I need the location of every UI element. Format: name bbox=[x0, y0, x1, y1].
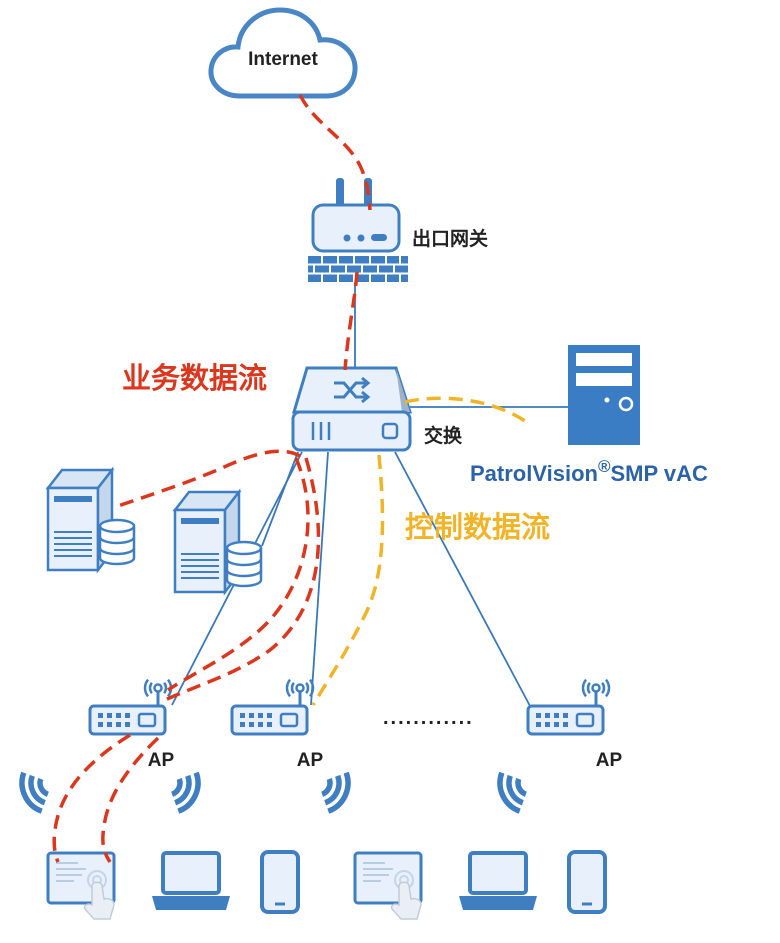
control-flow-label: 控制数据流 bbox=[405, 511, 550, 544]
app-server-1 bbox=[45, 466, 136, 574]
hand-touch-icon bbox=[390, 881, 422, 920]
laptop-base bbox=[152, 896, 230, 910]
ap-label: AP bbox=[148, 750, 175, 771]
switch-icon bbox=[291, 410, 412, 452]
business-flow-line bbox=[117, 449, 301, 508]
internet-label: Internet bbox=[248, 49, 318, 70]
app-server-2 bbox=[172, 488, 263, 596]
internet-cloud: Internet bbox=[208, 7, 358, 99]
core-switch: 交换 bbox=[291, 366, 463, 452]
vac-label-mark: ® bbox=[598, 457, 611, 476]
laptop-icon bbox=[161, 851, 221, 895]
access-point-3 bbox=[526, 678, 611, 736]
ap-label: AP bbox=[297, 750, 324, 771]
shuffle-icon bbox=[334, 376, 371, 404]
access-point-2 bbox=[230, 678, 315, 736]
gateway-router: 出口网关 bbox=[308, 178, 488, 282]
phone-device-1 bbox=[260, 850, 300, 914]
laptop-device-1 bbox=[152, 851, 230, 910]
router-icon bbox=[311, 203, 401, 253]
server-power-button bbox=[618, 396, 634, 412]
tablet-device-2 bbox=[353, 851, 423, 920]
database-icon bbox=[98, 518, 136, 566]
link-lines bbox=[171, 282, 568, 707]
wifi-signal-icon bbox=[170, 771, 201, 814]
phone-icon bbox=[260, 850, 300, 914]
router-led bbox=[371, 234, 387, 241]
ap-antenna-icon bbox=[285, 678, 315, 706]
vac-label-suffix: SMP vAC bbox=[611, 461, 709, 486]
ap-antenna-icon bbox=[143, 678, 173, 706]
business-flow-label: 业务数据流 bbox=[122, 362, 267, 395]
link-line bbox=[394, 451, 531, 707]
ap-antenna-icon bbox=[581, 678, 611, 706]
link-line bbox=[310, 451, 329, 706]
gateway-label: 出口网关 bbox=[412, 227, 488, 250]
business-flow-line bbox=[101, 736, 160, 863]
link-line bbox=[261, 451, 299, 547]
switch-indicator bbox=[381, 422, 399, 440]
database-icon bbox=[225, 540, 263, 588]
access-point-1 bbox=[88, 678, 173, 736]
laptop-base bbox=[459, 896, 537, 910]
vac-label-name: PatrolVision bbox=[470, 461, 598, 486]
ap-label: AP bbox=[596, 750, 623, 771]
control-flow-line bbox=[404, 396, 526, 423]
vac-label: PatrolVision®SMP vAC bbox=[470, 457, 708, 486]
control-flow-line bbox=[311, 454, 385, 706]
business-flow-line bbox=[343, 271, 359, 371]
phone-icon bbox=[567, 850, 607, 914]
vac-server: PatrolVision®SMP vAC bbox=[470, 345, 708, 486]
router-led bbox=[343, 234, 351, 242]
laptop-device-2 bbox=[459, 851, 537, 910]
business-flow-line bbox=[167, 457, 310, 692]
server-bay bbox=[576, 373, 632, 386]
switch-ports bbox=[311, 422, 331, 440]
cloud-icon bbox=[208, 7, 358, 99]
router-led bbox=[357, 234, 365, 242]
wifi-signal-icon bbox=[19, 771, 50, 814]
wifi-signal-icon bbox=[320, 771, 351, 814]
business-flow-lines bbox=[52, 94, 372, 863]
tablet-device-1 bbox=[46, 851, 116, 920]
server-led bbox=[604, 397, 610, 403]
hand-touch-icon bbox=[83, 881, 115, 920]
switch-label: 交换 bbox=[424, 424, 463, 447]
wifi-signal-icon bbox=[497, 771, 528, 814]
business-flow-line bbox=[52, 733, 131, 863]
switch-top bbox=[291, 366, 413, 414]
control-flow-lines bbox=[311, 396, 526, 706]
server-bay bbox=[576, 353, 632, 366]
phone-device-2 bbox=[567, 850, 607, 914]
ellipsis: ............ bbox=[383, 707, 474, 729]
laptop-icon bbox=[468, 851, 528, 895]
router-antenna bbox=[336, 178, 344, 208]
business-flow-line bbox=[298, 94, 372, 211]
